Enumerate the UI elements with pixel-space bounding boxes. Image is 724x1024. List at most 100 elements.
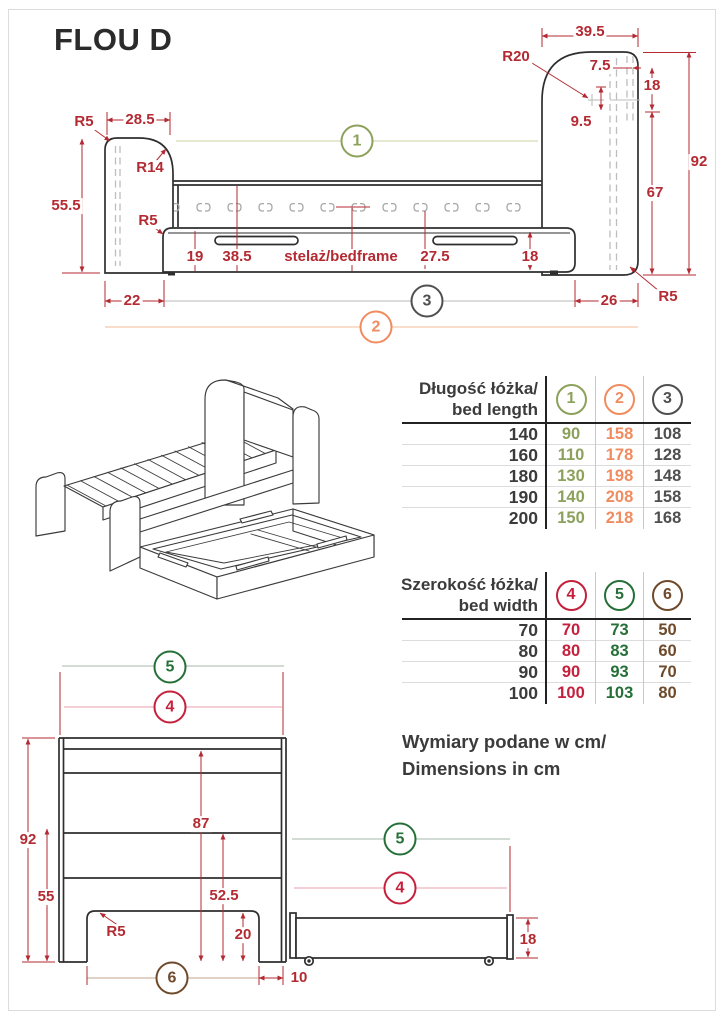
table-cell: 178 [595,445,643,466]
table-cell: 150 [545,508,595,529]
table-cell: 158 [595,424,643,445]
dim-label: 26 [598,292,620,310]
row-label: 80 [518,641,538,661]
dim-label: 39.5 [573,23,607,41]
table-cell: 70 [545,620,595,641]
dim-label: stelaż/bedframe [282,248,400,266]
marker-circle-6: 6 [652,579,683,611]
dim-label: 18 [641,77,663,95]
page-title: FLOU D [54,22,173,57]
units-note-line1: Wymiary podane w cm/ [402,731,607,752]
table-cell: 140 [545,487,595,508]
marker-circle-1: 1 [555,383,587,415]
row-label: 100 [508,683,538,703]
table-cell: 90 [545,424,595,445]
table-cell: 93 [595,662,643,683]
units-note-line2: Dimensions in cm [402,757,561,779]
table-cell: 198 [595,466,643,487]
dim-label: 20 [232,926,254,944]
table-header-label: Długość łóżka/bed length [418,378,538,419]
marker-circle-4: 4 [383,871,417,905]
marker-circle-3: 3 [410,284,444,318]
units-note: Wymiary podane w cm/ Dimensions in cm [402,729,606,783]
marker-circle-5: 5 [153,650,187,684]
table-column-header: 5 [595,572,643,618]
dim-label: R5 [104,923,128,941]
table-column-header: 1 [545,376,595,422]
drawer-view-drawing [289,838,538,967]
dim-label: 19 [184,248,206,266]
dim-label: 28.5 [123,111,157,129]
dim-label: 22 [121,292,143,310]
table-column-header: 3 [643,376,691,422]
table-cell: 100 [545,683,595,704]
dim-label: 55 [35,888,57,906]
dim-label: 67 [644,184,666,202]
table-cell: 83 [595,641,643,662]
row-label: 90 [518,662,538,682]
table-cell: 50 [643,620,691,641]
table-cell: 158 [643,487,691,508]
dim-label: 52.5 [207,887,241,905]
table-cell: 148 [643,466,691,487]
table-cell: 80 [643,683,691,704]
page-border [8,9,716,1011]
dim-label: R5 [72,113,96,131]
dim-label: 18 [517,931,539,949]
table-cell: 208 [595,487,643,508]
marker-circle-5: 5 [383,822,417,856]
side-view-drawing [62,28,696,328]
marker-circle-2: 2 [604,383,635,415]
table-cell: 218 [595,508,643,529]
row-label: 190 [508,487,538,507]
dim-label: R5 [656,288,680,306]
dim-label: R20 [500,48,532,66]
marker-circle-2: 2 [359,310,393,344]
marker-circle-1: 1 [340,124,374,158]
dim-label: 7.5 [587,57,613,75]
dim-label: 9.5 [568,113,594,131]
marker-circle-5: 5 [604,579,635,611]
dim-label: 92 [688,153,710,171]
table-cell: 70 [643,662,691,683]
table-cell: 73 [595,620,643,641]
table-cell: 60 [643,641,691,662]
table-cell: 168 [643,508,691,529]
table-column-header: 6 [643,572,691,618]
marker-circle-6: 6 [155,961,189,995]
table-header-label: Szerokość łóżka/bed width [400,574,538,615]
row-label: 160 [508,445,538,465]
table-cell: 90 [545,662,595,683]
dim-label: 55.5 [49,197,83,215]
isometric-view-drawing [35,379,375,600]
row-label: 70 [518,620,538,640]
dim-label: 27.5 [418,248,452,266]
table-cell: 110 [545,445,595,466]
row-label: 180 [508,466,538,486]
row-label: 200 [508,508,538,528]
marker-circle-4: 4 [153,690,187,724]
front-view-drawing [22,665,287,985]
table-cell: 80 [545,641,595,662]
table-cell: 128 [643,445,691,466]
marker-circle-4: 4 [555,579,587,611]
table-cell: 108 [643,424,691,445]
dim-label: 10 [288,969,310,987]
table-cell: 130 [545,466,595,487]
marker-circle-3: 3 [652,383,683,415]
dim-label: 92 [17,831,39,849]
